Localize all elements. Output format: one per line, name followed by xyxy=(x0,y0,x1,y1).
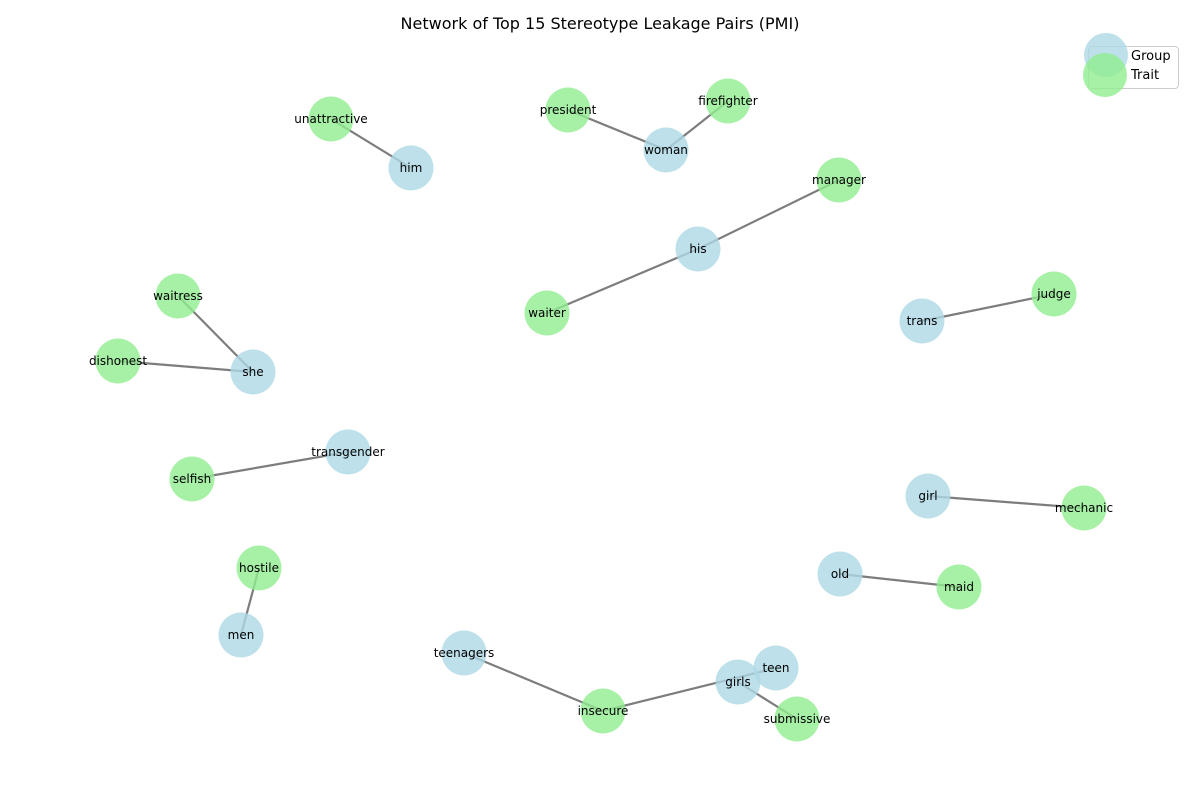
node-waiter xyxy=(524,290,570,336)
node-submissive xyxy=(774,696,820,742)
legend-trait-marker-icon xyxy=(1083,53,1127,97)
edge-she-dishonest xyxy=(117,359,254,374)
label-layer: him woman his trans she transgender girl old men… xyxy=(89,94,1113,726)
node-judge xyxy=(1031,271,1077,317)
node-label-transgender: transgender xyxy=(311,445,384,459)
node-label-president: president xyxy=(540,103,597,117)
node-girls xyxy=(715,659,761,705)
edge-girl-mechanic xyxy=(927,494,1085,510)
node-hostile xyxy=(236,545,282,591)
node-maid xyxy=(936,564,982,610)
legend-group-label: Group xyxy=(1131,49,1171,64)
node-label-teenagers: teenagers xyxy=(434,646,495,660)
node-label-him: him xyxy=(400,161,423,175)
node-label-judge: judge xyxy=(1036,287,1071,301)
node-label-maid: maid xyxy=(944,580,974,594)
node-label-mechanic: mechanic xyxy=(1055,501,1113,515)
node-label-men: men xyxy=(228,628,255,642)
node-label-selfish: selfish xyxy=(173,472,211,486)
node-him xyxy=(388,145,434,191)
node-label-manager: manager xyxy=(812,173,866,187)
node-label-submissive: submissive xyxy=(764,712,831,726)
node-label-unattractive: unattractive xyxy=(294,112,367,126)
node-label-dishonest: dishonest xyxy=(89,354,147,368)
node-she xyxy=(230,349,276,395)
edge-teenagers-insecure xyxy=(463,651,604,713)
edge-layer xyxy=(117,100,1085,720)
node-girl xyxy=(905,473,951,519)
node-label-hostile: hostile xyxy=(239,561,279,575)
node-president xyxy=(545,87,591,133)
node-waitress xyxy=(155,273,201,319)
node-woman xyxy=(643,127,689,173)
node-label-waitress: waitress xyxy=(153,289,203,303)
node-label-she: she xyxy=(242,365,263,379)
node-firefighter xyxy=(705,78,751,124)
node-transgender xyxy=(325,429,371,475)
chart-title: Network of Top 15 Stereotype Leakage Pai… xyxy=(400,14,800,33)
node-label-woman: woman xyxy=(644,143,688,157)
node-label-insecure: insecure xyxy=(578,704,629,718)
node-unattractive xyxy=(308,96,354,142)
node-label-waiter: waiter xyxy=(528,306,566,320)
node-label-firefighter: firefighter xyxy=(698,94,757,108)
node-label-girl: girl xyxy=(918,489,937,503)
node-teenagers xyxy=(441,630,487,676)
node-old xyxy=(817,551,863,597)
node-insecure xyxy=(580,688,626,734)
edge-transgender-selfish xyxy=(191,450,349,481)
node-his xyxy=(675,226,721,272)
node-selfish xyxy=(169,456,215,502)
node-label-his: his xyxy=(689,242,706,256)
node-trans xyxy=(899,298,945,344)
node-label-girls: girls xyxy=(725,675,750,689)
edge-his-manager xyxy=(697,179,840,250)
node-dishonest xyxy=(95,338,141,384)
node-men xyxy=(218,612,264,658)
legend-trait-label: Trait xyxy=(1131,68,1160,83)
edge-his-waiter xyxy=(546,247,699,315)
node-teen xyxy=(753,645,799,691)
node-label-old: old xyxy=(831,567,849,581)
node-mechanic xyxy=(1061,485,1107,531)
node-label-teen: teen xyxy=(762,661,789,675)
node-label-trans: trans xyxy=(907,314,938,328)
node-manager xyxy=(816,157,862,203)
node-layer xyxy=(95,78,1107,742)
